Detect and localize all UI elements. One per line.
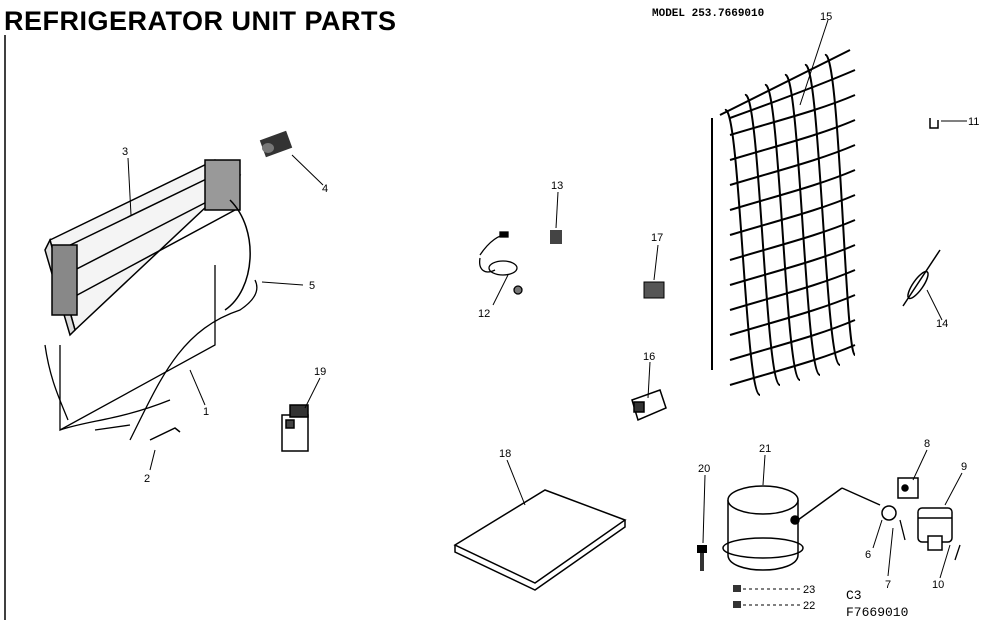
callout-6: 6: [865, 549, 871, 561]
part-11: [929, 118, 939, 129]
callout-18: 18: [499, 448, 511, 460]
callout-14: 14: [936, 318, 948, 330]
part-box-19: [281, 404, 309, 452]
callout-4: 4: [322, 183, 328, 195]
part-10: [954, 544, 961, 561]
callout-23: 23: [803, 584, 815, 596]
part-23: [733, 585, 741, 592]
callout-numbers: 3 4 5 19 2 1 13 12 17 15 11 14 16 18 20 …: [122, 11, 979, 612]
callout-2: 2: [144, 473, 150, 485]
part-evaporator: [44, 159, 251, 337]
callout-5: 5: [309, 280, 315, 292]
part-17: [643, 281, 665, 299]
part-bolt-20: [697, 545, 707, 571]
callout-13: 13: [551, 180, 563, 192]
diagram-code-short: C3: [846, 588, 862, 603]
callout-8: 8: [924, 438, 930, 450]
callout-12: 12: [478, 308, 490, 320]
part-wire-12: [479, 231, 523, 295]
part-drier: [902, 249, 941, 307]
callout-10: 10: [932, 579, 944, 591]
callout-3: 3: [122, 146, 128, 158]
leader-lines: [127, 19, 967, 606]
part-condenser: [711, 49, 856, 396]
part-overload-9: [917, 507, 953, 551]
part-13: [550, 230, 562, 244]
part-heater-harness: [44, 265, 258, 441]
part-22: [733, 601, 741, 608]
callout-9: 9: [961, 461, 967, 473]
callout-1: 1: [203, 406, 209, 418]
callout-20: 20: [698, 463, 710, 475]
part-7: [899, 519, 906, 541]
callout-16: 16: [643, 351, 655, 363]
model-number: MODEL 253.7669010: [652, 8, 765, 20]
part-6: [881, 505, 897, 521]
callout-11: 11: [968, 116, 979, 128]
callout-22: 22: [803, 600, 815, 612]
diagram-code-long: F7669010: [846, 605, 909, 620]
callout-7: 7: [885, 579, 891, 591]
part-evaporator-bracket: [259, 130, 293, 158]
callout-15: 15: [820, 11, 832, 23]
callout-21: 21: [759, 443, 771, 455]
part-relay-8: [897, 477, 919, 499]
page-title: REFRIGERATOR UNIT PARTS: [4, 6, 397, 36]
part-compressor: [722, 485, 881, 571]
callout-19: 19: [314, 366, 326, 378]
part-clip: [149, 427, 181, 441]
callout-17: 17: [651, 232, 663, 244]
part-drain-pan: [453, 489, 627, 591]
part-bracket-16: [631, 389, 667, 422]
